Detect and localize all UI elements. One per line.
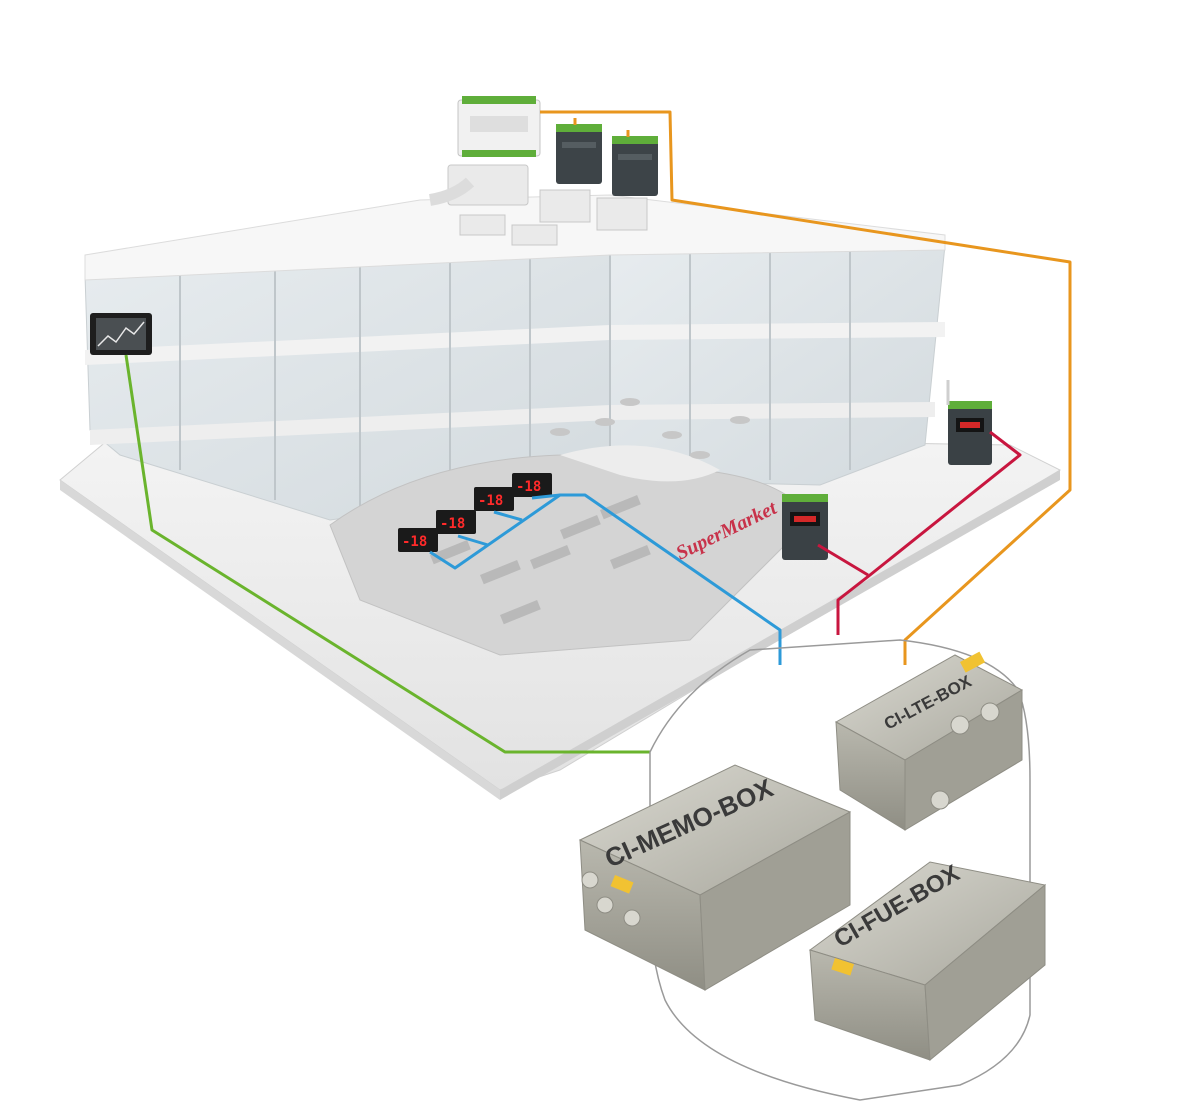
case-controller-2: -18	[436, 510, 476, 534]
case-controller-1: -18	[398, 528, 438, 552]
ci-memo-box: CI-MEMO-BOX	[578, 764, 852, 991]
link-blue	[429, 493, 782, 665]
case-controller-2-readout: -18	[440, 516, 465, 532]
din-controller-front	[782, 494, 828, 560]
case-controller-4-readout: -18	[516, 479, 541, 495]
ci-lte-box: CI-LTE-BOX	[834, 651, 1024, 831]
rooftop-main-controller	[457, 96, 541, 157]
case-controller-3: -18	[474, 487, 514, 511]
case-controller-3-readout: -18	[478, 493, 503, 509]
din-controller-back	[946, 380, 992, 465]
link-green	[124, 354, 650, 754]
case-controller-1-readout: -18	[402, 534, 427, 550]
case-controllers: -18 -18 -18 -18	[398, 473, 552, 552]
rooftop-equipment	[428, 96, 658, 246]
rooftop-expansion-module-1	[556, 124, 602, 184]
rooftop-expansion-module-2	[612, 136, 658, 196]
case-controller-4: -18	[512, 473, 552, 497]
device-hub-outline	[649, 639, 1031, 1101]
touch-display-panel	[90, 313, 152, 355]
link-red	[836, 430, 1022, 635]
